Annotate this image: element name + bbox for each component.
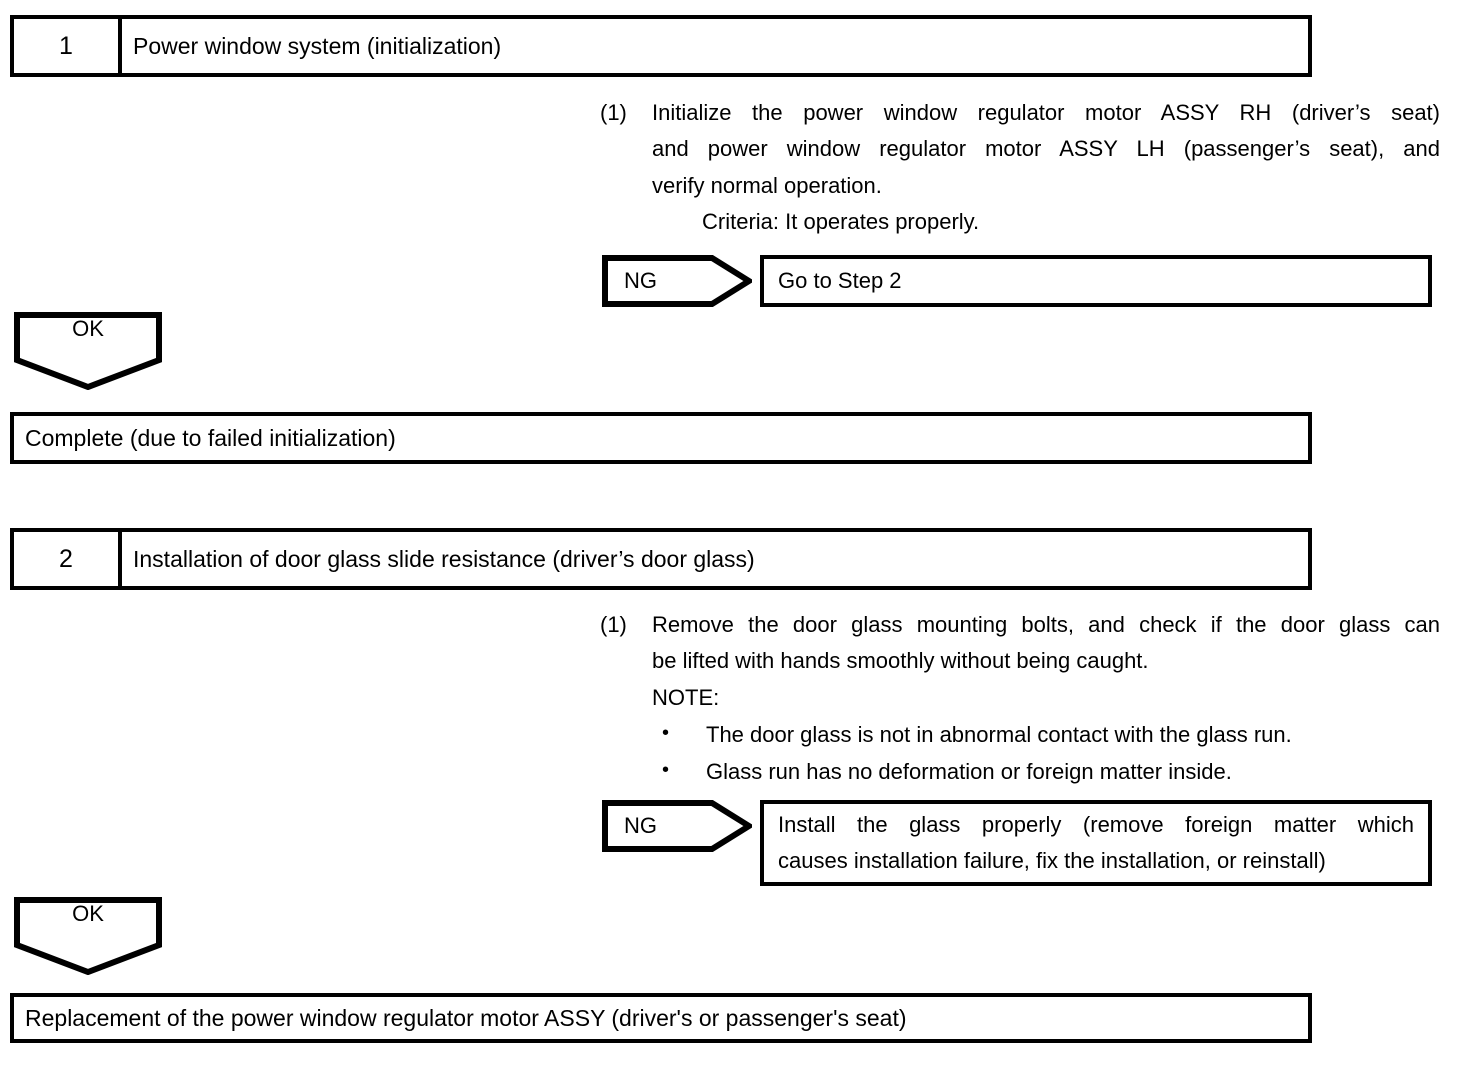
step-2-note-bullet-1-text: The door glass is not in abnormal contac…	[706, 721, 1292, 747]
step-1-ng-result-box: Go to Step 2	[760, 255, 1432, 307]
step-2-note-bullet-2: • Glass run has no deformation or foreig…	[652, 753, 1440, 790]
step-2-instruction-line-2: be lifted with hands smoothly without be…	[652, 648, 1149, 674]
step-1-header: 1 Power window system (initialization)	[10, 15, 1312, 77]
ng-arrow-icon	[602, 800, 752, 852]
step-2-note-heading: NOTE:	[652, 684, 720, 710]
step-1-title: Power window system (initialization)	[133, 32, 502, 59]
ng-arrow-icon	[602, 255, 752, 307]
step-2-instruction-line-1: Remove the door glass mounting bolts, an…	[652, 612, 1440, 637]
step-2-ok-tag: OK	[14, 897, 162, 975]
step-2-ng-label: NG	[624, 813, 657, 838]
step-1-instruction-line-2: and power window regulator motor ASSY LH…	[652, 136, 1440, 162]
step-2-ng-result-line-1: Install the glass properly (remove forei…	[778, 812, 1414, 838]
step-2-ng-result-box: Install the glass properly (remove forei…	[760, 800, 1432, 886]
ok-arrow-icon	[14, 897, 162, 975]
step-1-ok-label: OK	[72, 316, 104, 341]
step-2-instruction: (1) Remove the door glass mounting bolts…	[600, 607, 1440, 791]
step-2-title: Installation of door glass slide resista…	[133, 545, 755, 572]
step-1-ng-label: NG	[624, 268, 657, 293]
step-2-ok-label: OK	[72, 901, 104, 926]
bullet-dot-icon: •	[662, 759, 670, 782]
step-2-ng-result-line-2: causes installation failure, fix the ins…	[778, 848, 1326, 873]
step-1-number: 1	[14, 19, 122, 73]
step-2-header: 2 Installation of door glass slide resis…	[10, 528, 1312, 590]
step-1-criteria: Criteria: It operates properly.	[702, 208, 980, 234]
step-1-instruction: (1) Initialize the power window regulato…	[600, 95, 1440, 240]
ok-arrow-icon	[14, 312, 162, 390]
bullet-dot-icon: •	[662, 721, 670, 744]
step-1-ng-result-line-1: Go to Step 2	[778, 268, 902, 294]
step-1-ok-result-box: Complete (due to failed initialization)	[10, 412, 1312, 464]
step-1-instruction-marker: (1)	[600, 100, 627, 125]
step-1-ok-result-text: Complete (due to failed initialization)	[25, 424, 396, 451]
step-1-instruction-line-3: verify normal operation.	[652, 172, 882, 198]
step-2-number: 2	[14, 532, 122, 586]
step-2-note-bullet-2-text: Glass run has no deformation or foreign …	[706, 759, 1232, 785]
step-1-ng-tag: NG	[602, 255, 752, 307]
step-1-instruction-line-1: Initialize the power window regulator mo…	[652, 100, 1440, 125]
step-2-note-bullet-1: • The door glass is not in abnormal cont…	[652, 716, 1440, 753]
step-1-ok-tag: OK	[14, 312, 162, 390]
step-2-ok-result-text: Replacement of the power window regulato…	[25, 1004, 907, 1031]
step-2-ng-tag: NG	[602, 800, 752, 852]
step-2-instruction-marker: (1)	[600, 612, 627, 637]
step-2-ok-result-box: Replacement of the power window regulato…	[10, 993, 1312, 1043]
